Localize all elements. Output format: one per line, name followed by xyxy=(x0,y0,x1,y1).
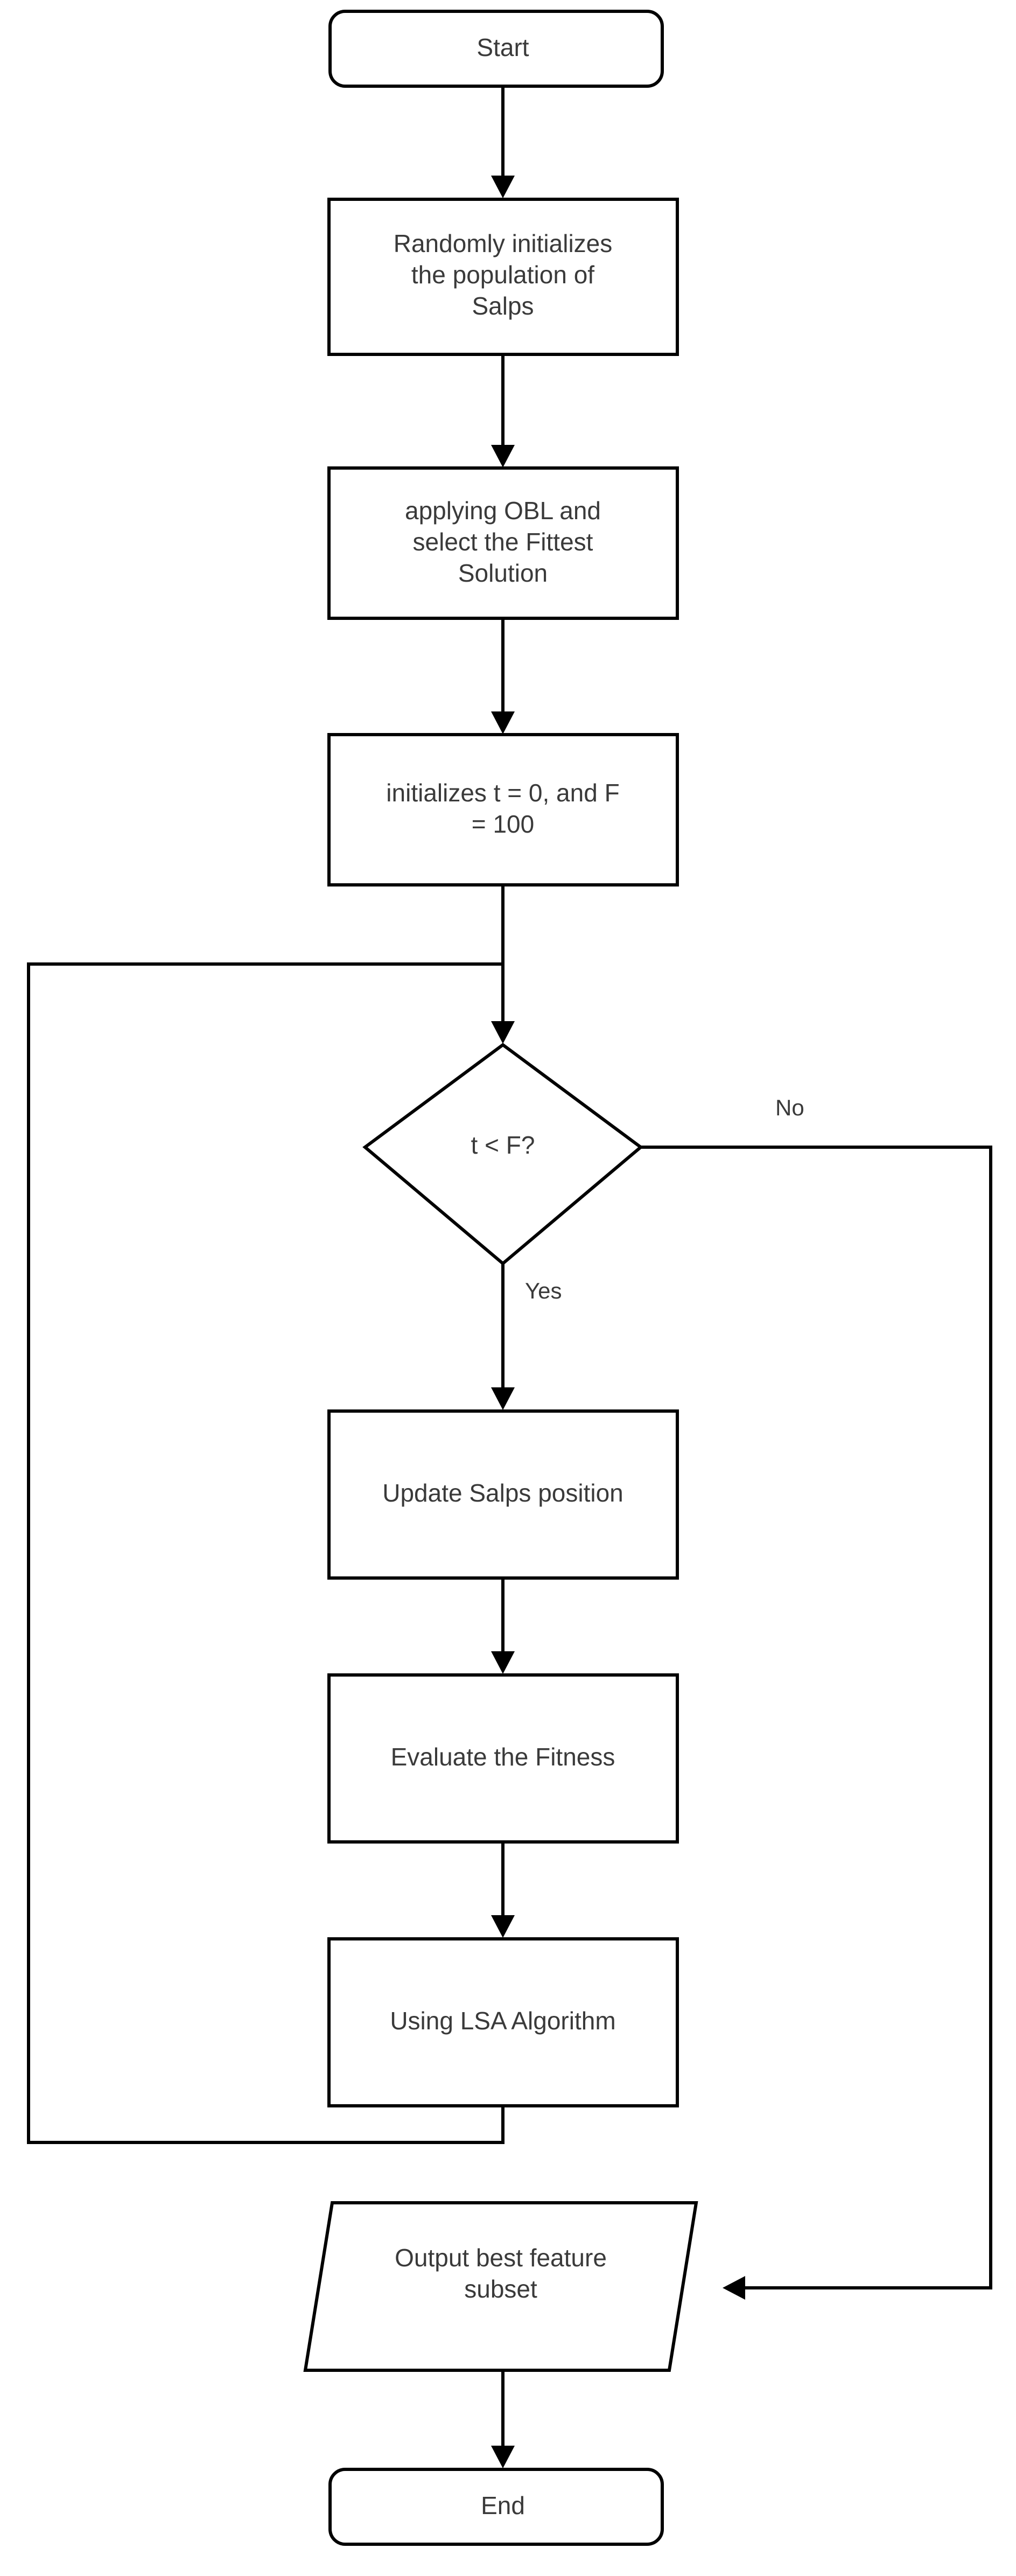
arrowhead-down-icon xyxy=(491,445,515,467)
edge-label-yes: Yes xyxy=(525,1278,562,1303)
apply-obl-shape xyxy=(327,466,679,620)
node-init-counters[interactable]: initializes t = 0, and F = 100 xyxy=(327,733,679,886)
arrowhead-down-icon xyxy=(491,1651,515,1674)
node-update-salps[interactable]: Update Salps position xyxy=(327,1409,679,1580)
end-shape xyxy=(328,2468,664,2546)
arrowhead-down-icon xyxy=(491,1915,515,1938)
edge-label-no: No xyxy=(775,1095,804,1120)
init-population-shape xyxy=(327,198,679,356)
node-init-population[interactable]: Randomly initializes the population of S… xyxy=(327,198,679,356)
init-counters-label-line-1: initializes t = 0, and F xyxy=(386,779,619,807)
apply-obl-label-line-1: applying OBL and xyxy=(405,497,601,525)
arrowhead-down-icon xyxy=(491,1021,515,1044)
apply-obl-label-line-3: Solution xyxy=(458,559,548,587)
init-population-label-line-1: Randomly initializes xyxy=(394,229,613,257)
update-salps-label: Update Salps position xyxy=(382,1479,623,1507)
arrowhead-down-icon xyxy=(491,711,515,734)
start-shape xyxy=(328,10,664,88)
evaluate-fitness-label: Evaluate the Fitness xyxy=(391,1743,615,1771)
decision-label: t < F? xyxy=(471,1131,535,1159)
init-population-label-line-2: the population of xyxy=(411,261,594,289)
node-decision-t-lt-f[interactable]: t < F? xyxy=(362,1043,643,1266)
node-using-lsa[interactable]: Using LSA Algorithm xyxy=(327,1937,679,2107)
output-subset-label-line-1: Output best feature xyxy=(395,2244,607,2272)
using-lsa-shape xyxy=(327,1937,679,2107)
arrowhead-left-icon xyxy=(723,2276,745,2300)
evaluate-fitness-shape xyxy=(327,1673,679,1844)
init-population-label-line-3: Salps xyxy=(472,292,534,320)
end-label: End xyxy=(481,2491,525,2519)
arrowhead-down-icon xyxy=(491,2446,515,2468)
arrowhead-down-icon xyxy=(491,176,515,198)
node-start[interactable]: Start xyxy=(328,10,664,88)
decision-shape xyxy=(362,1043,643,1266)
node-end[interactable]: End xyxy=(328,2468,664,2546)
connector-feedback-loop xyxy=(27,962,505,2144)
init-counters-shape xyxy=(327,733,679,886)
update-salps-shape xyxy=(327,1409,679,1580)
start-label: Start xyxy=(477,33,529,61)
output-subset-label-line-2: subset xyxy=(464,2275,537,2303)
node-output-subset[interactable]: Output best feature subset xyxy=(303,2201,698,2372)
output-subset-shape xyxy=(303,2201,698,2372)
arrowhead-down-icon xyxy=(491,1387,515,1410)
connector-decision-no-to-output xyxy=(641,1146,992,2289)
using-lsa-label: Using LSA Algorithm xyxy=(390,2007,615,2035)
init-counters-label-line-2: = 100 xyxy=(472,810,534,838)
node-evaluate-fitness[interactable]: Evaluate the Fitness xyxy=(327,1673,679,1844)
apply-obl-label-line-2: select the Fittest xyxy=(413,528,593,556)
node-apply-obl[interactable]: applying OBL and select the Fittest Solu… xyxy=(327,466,679,620)
